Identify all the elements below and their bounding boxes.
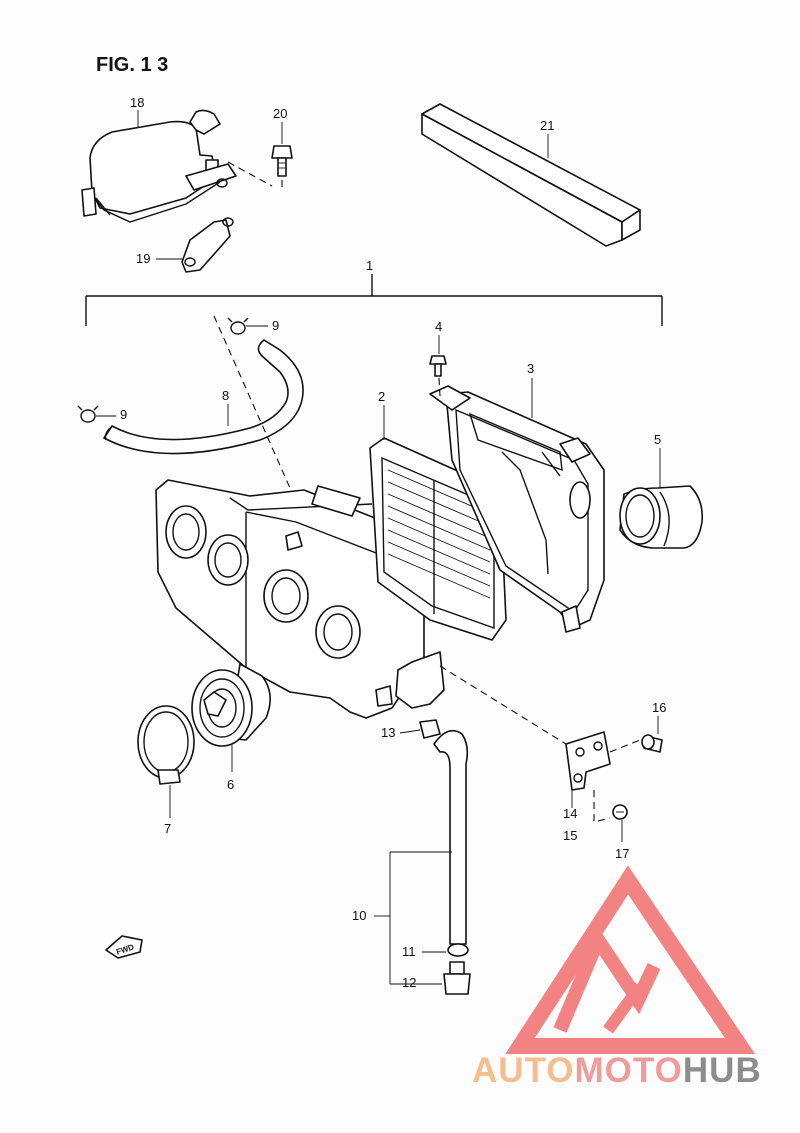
callout-13: 13 bbox=[381, 725, 395, 740]
callout-16: 16 bbox=[652, 700, 666, 715]
assembly-bracket-1 bbox=[85, 274, 663, 326]
part-17-screw bbox=[612, 804, 628, 820]
part-14-15-mount-bracket bbox=[565, 731, 611, 791]
watermark-part-moto: MOTO bbox=[575, 1051, 683, 1090]
part-18-intake-cover bbox=[81, 109, 237, 223]
part-5-intake-boot bbox=[619, 485, 704, 549]
callout-17: 17 bbox=[615, 846, 629, 861]
callout-11: 11 bbox=[402, 944, 416, 959]
callout-7: 7 bbox=[164, 821, 171, 836]
callout-2: 2 bbox=[378, 389, 385, 404]
part-11-hose-clip bbox=[447, 943, 469, 957]
callout-14: 14 bbox=[563, 806, 577, 821]
callout-6: 6 bbox=[227, 777, 234, 792]
part-19-bracket bbox=[181, 217, 234, 273]
watermark-logo-icon bbox=[505, 865, 756, 1054]
part-16-bolt bbox=[641, 734, 663, 753]
callout-9-upper: 9 bbox=[272, 318, 279, 333]
watermark-text: AUTOMOTOHUB bbox=[472, 1051, 762, 1090]
callout-5: 5 bbox=[654, 432, 661, 447]
part-9-clamp-lower bbox=[77, 405, 99, 423]
callout-8: 8 bbox=[222, 388, 229, 403]
callout-4: 4 bbox=[435, 319, 442, 334]
watermark-part-auto: AUTO bbox=[472, 1051, 575, 1090]
callout-15: 15 bbox=[563, 828, 577, 843]
watermark-part-hub: HUB bbox=[683, 1051, 762, 1090]
callout-10: 10 bbox=[352, 908, 366, 923]
part-20-bolt bbox=[271, 145, 293, 177]
air-box-housing bbox=[155, 479, 445, 719]
part-4-screw bbox=[429, 355, 447, 377]
callout-12: 12 bbox=[402, 975, 416, 990]
callout-9-lower: 9 bbox=[120, 407, 127, 422]
part-6-intake-funnel bbox=[191, 663, 271, 747]
part-8-breather-hose bbox=[103, 339, 304, 455]
part-13-clamp bbox=[419, 719, 441, 739]
callout-21: 21 bbox=[540, 118, 554, 133]
callout-19: 19 bbox=[136, 251, 150, 266]
figure-title: FIG. 1 3 bbox=[96, 54, 168, 76]
part-9-clamp-upper bbox=[227, 317, 249, 335]
part-7-band-clamp bbox=[137, 705, 195, 785]
callout-3: 3 bbox=[527, 361, 534, 376]
callout-20: 20 bbox=[273, 106, 287, 121]
part-21-foam-block bbox=[421, 103, 641, 247]
automotohub-watermark: AUTOMOTOHUB bbox=[472, 865, 762, 1090]
part-10-drain-hose bbox=[433, 729, 469, 945]
part-12-drain-plug bbox=[443, 961, 471, 995]
callout-18: 18 bbox=[130, 95, 144, 110]
part-3-filter-cover bbox=[429, 385, 605, 633]
callout-1: 1 bbox=[366, 258, 373, 273]
fwd-direction-arrow: FWD bbox=[105, 935, 143, 959]
